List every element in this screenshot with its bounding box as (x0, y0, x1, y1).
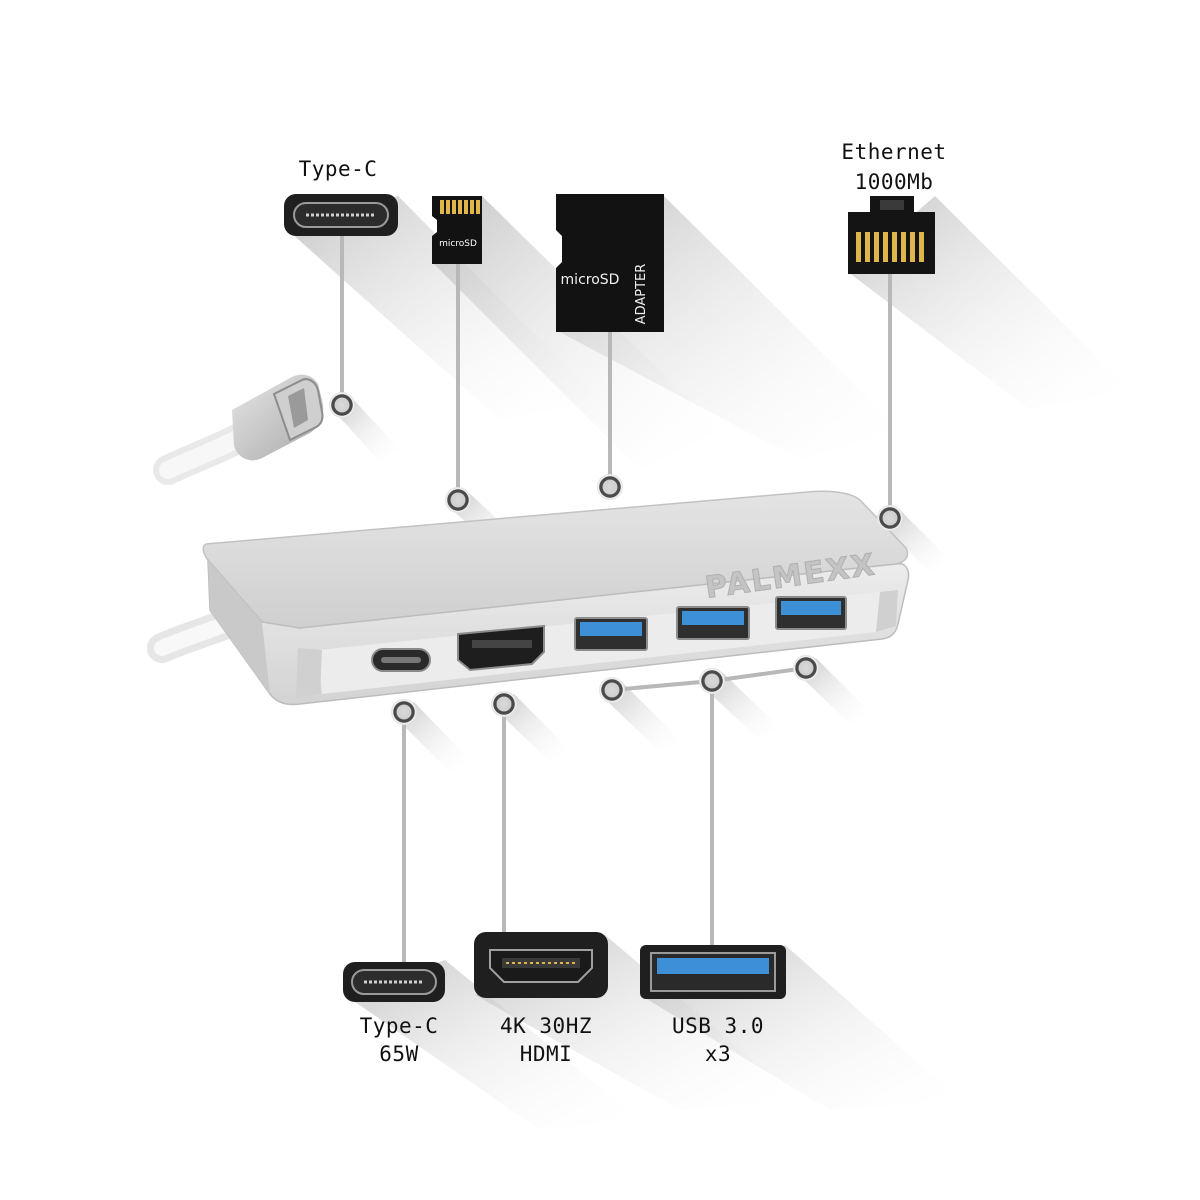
hdmi-icon-group (474, 932, 608, 998)
dot-sd-adapter (597, 474, 623, 500)
dot-usb-3 (793, 655, 819, 681)
port-usb-a-hub-2[interactable] (676, 606, 750, 640)
port-hdmi-hub[interactable] (457, 624, 545, 672)
usb-c-hub: PALMEXX (202, 490, 910, 706)
port-labels: Type-C Ethernet 1000Mb Type-C 65W 4K 30H… (299, 140, 947, 1066)
shadow-dot-b4 (704, 672, 780, 740)
dot-usb-1 (599, 677, 625, 703)
sd-adapter-icon-group: microSD ADAPTER (556, 194, 664, 332)
shadow-type-c-bottom (345, 960, 640, 1130)
connector-dots (329, 392, 903, 725)
label-type-c-bottom-line2: 65W (379, 1042, 418, 1066)
dot-ethernet (877, 505, 903, 531)
microsd-card-label: microSD (439, 239, 477, 249)
label-usb-line2: x3 (705, 1042, 731, 1066)
dot-usb-2 (699, 668, 725, 694)
label-type-c-top: Type-C (299, 157, 378, 181)
leader-lines (340, 236, 892, 962)
port-usb-a-hub-1[interactable] (574, 617, 648, 651)
dot-microsd (445, 487, 471, 513)
sd-adapter-microsd-label: microSD (561, 272, 620, 288)
sd-adapter-word-label: ADAPTER (634, 264, 649, 325)
microsd-card-icon (432, 196, 482, 264)
label-hdmi-line1: 4K 30HZ (500, 1014, 592, 1038)
port-usb-c-hub[interactable] (371, 648, 431, 672)
type-c-bottom-icon-group (343, 962, 445, 1002)
shadow-dot-b3 (604, 682, 680, 752)
label-type-c-bottom-line1: Type-C (360, 1014, 439, 1038)
label-ethernet-line1: Ethernet (841, 140, 946, 164)
ethernet-icon-group (848, 196, 935, 274)
port-usb-a-hub-3[interactable] (775, 596, 847, 630)
label-hdmi-line2: HDMI (520, 1042, 573, 1066)
label-ethernet-line2: 1000Mb (855, 170, 934, 194)
usb-icon-group (640, 945, 786, 999)
usb-c-cable (147, 374, 324, 663)
dot-type-c-bottom (391, 699, 417, 725)
label-usb-line1: USB 3.0 (672, 1014, 764, 1038)
microsd-card-icon-group: microSD (432, 196, 482, 264)
shadow-type-c-top (290, 196, 600, 420)
type-c-top-icon-group (284, 194, 398, 236)
dot-hdmi (491, 691, 517, 717)
dot-type-c-top (329, 392, 355, 418)
sd-adapter-icon (556, 194, 664, 332)
